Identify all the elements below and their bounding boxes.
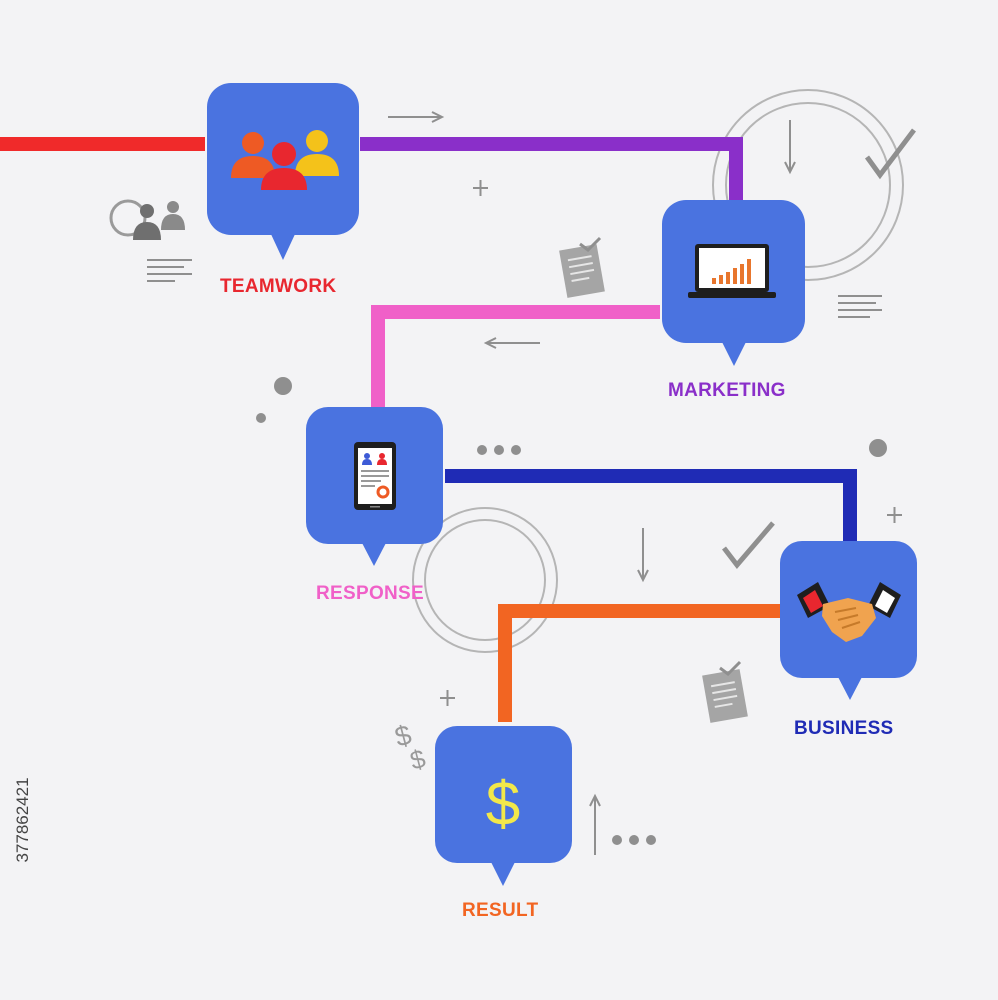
tablet-report-icon [354, 442, 396, 510]
ellipsis-dots-icon [477, 445, 521, 455]
step-label-response: RESPONSE [316, 583, 424, 604]
step-label-marketing: MARKETING [668, 380, 786, 401]
checkmark-icon-2 [722, 521, 775, 569]
connector-teamwork-marketing [360, 137, 743, 200]
dot-medium [869, 439, 887, 457]
ellipsis-dots-icon-2 [612, 835, 656, 845]
arrow-left-icon [483, 337, 540, 349]
dot-large [274, 377, 292, 395]
arrow-down-icon [784, 120, 796, 175]
stock-id: 377862421 [8, 760, 38, 880]
node-result [435, 726, 572, 886]
dollar-sign-icon: $ [486, 770, 520, 839]
plus-icon-3 [440, 690, 455, 706]
team-people-icon [231, 130, 339, 190]
users-gray-icon [109, 199, 185, 240]
connectors [0, 137, 857, 722]
decor-elements: $ $ [109, 111, 916, 855]
stock-id-text: 377862421 [13, 777, 32, 863]
arrow-down-icon-2 [637, 528, 649, 583]
plus-icon [473, 180, 488, 196]
connector-business-result [498, 604, 780, 722]
connector-marketing-response [371, 305, 660, 410]
text-lines-icon [147, 259, 192, 282]
checkmark-icon [864, 128, 916, 180]
decor-circles [412, 89, 904, 653]
connector-response-business [445, 469, 857, 545]
handshake-icon [797, 582, 901, 642]
laptop-chart-icon [688, 244, 776, 298]
plus-icon-2 [887, 507, 902, 523]
dollar-decor-icon: $ $ [392, 719, 430, 776]
arrow-right-icon [388, 111, 445, 123]
step-label-business: BUSINESS [794, 718, 894, 739]
document-icon [559, 236, 605, 298]
dot-small [256, 413, 266, 423]
step-label-teamwork: TEAMWORK [220, 276, 337, 297]
document-icon-2 [702, 660, 748, 723]
svg-text:$: $ [407, 743, 429, 776]
step-label-result: RESULT [462, 900, 539, 921]
text-lines-icon-2 [838, 295, 882, 318]
arrow-up-icon [589, 793, 601, 855]
